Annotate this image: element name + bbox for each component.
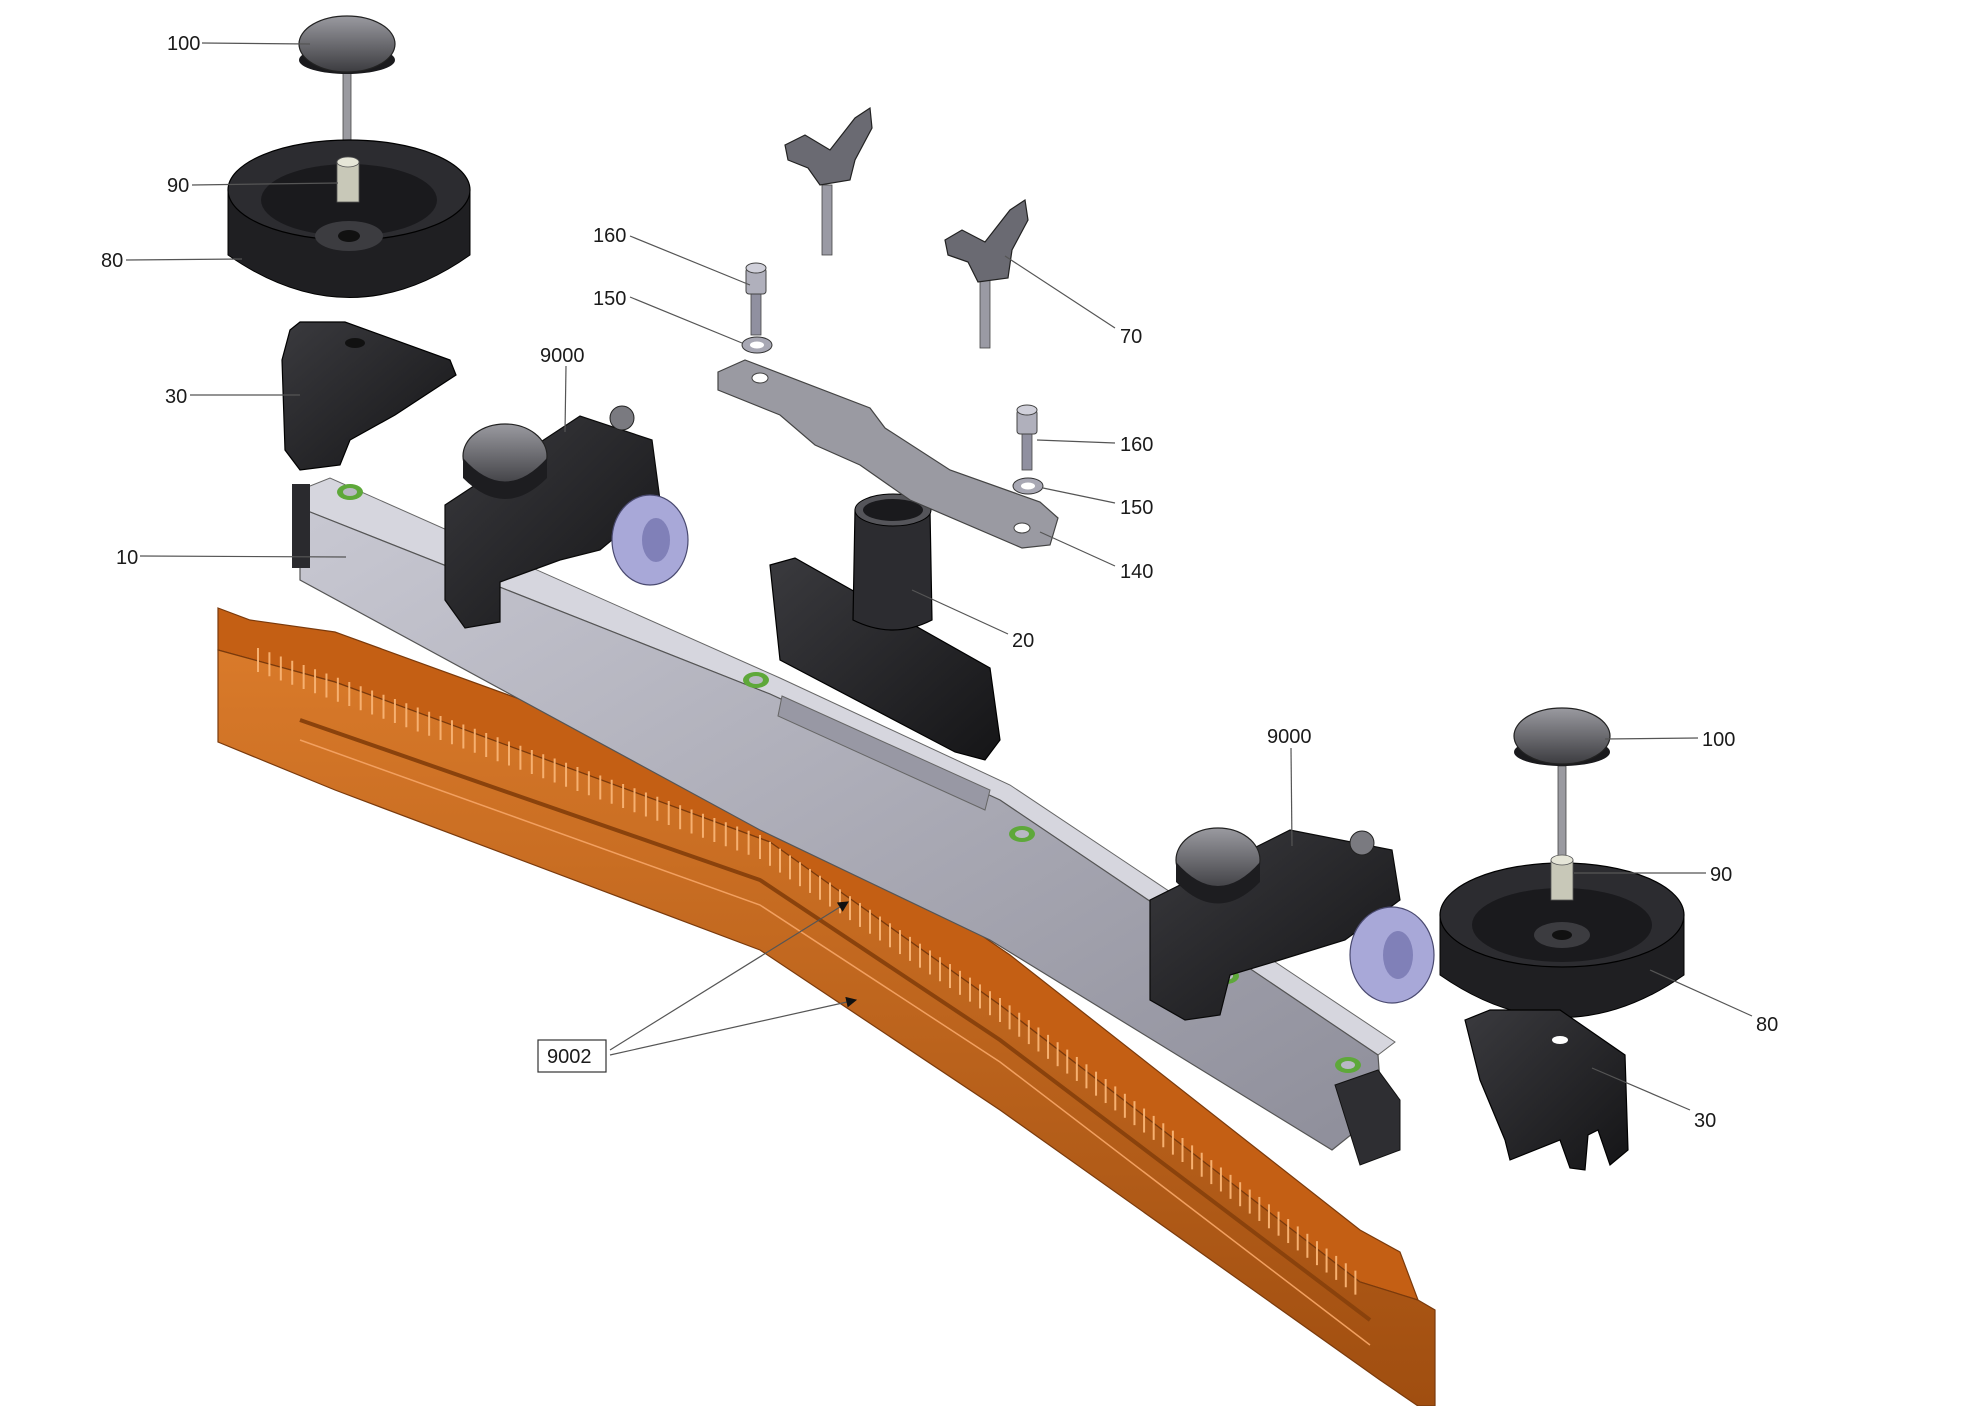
leader-connector [911,589,1009,635]
callout-frame: 10 [116,547,138,569]
bushing-right [1550,854,1574,901]
knob-top-left [298,15,396,167]
leader-frame [139,555,347,558]
blade-teeth [257,648,1357,1295]
leader-wheel-assembly-right [1290,747,1293,847]
knob-cap [1513,707,1611,765]
handwheel-right [1439,862,1685,1018]
leader-wing-screw [1004,255,1116,329]
bracket-right [1464,1009,1629,1171]
callout-washer-lower: 150 [1120,497,1153,519]
leader-plate [1039,531,1116,567]
wheel-carrier-left [444,415,661,629]
callout-wheel-assembly-left: 9000 [540,345,585,367]
cap-screw-lower [1016,404,1038,471]
wing-screw-right [944,198,1029,349]
callout-wheel-top-left: 80 [101,250,123,272]
leader-bracket-right [1591,1067,1691,1111]
callout-bracket-top-left: 30 [165,386,187,408]
leader-wheel-assembly-left [564,365,567,433]
leader-bushing-top-left [191,182,339,186]
wheel-assembly-right [1149,827,1435,1021]
frame-end-rail [1334,1069,1401,1166]
connector-tube [852,509,933,631]
leader-washer-lower [1042,487,1116,504]
connector-base [769,557,1001,761]
cap-screw-upper [745,262,767,336]
callout-connector: 20 [1012,630,1034,652]
blade-slot-lower [299,739,1371,1346]
bushing-top-left [336,156,360,203]
blade-slot-upper [299,718,1372,1322]
frame-side-slot [777,695,991,811]
callout-labels: 100 90 80 30 9000 10 160 150 70 160 150 … [101,33,1778,1132]
callout-screw-upper: 160 [593,225,626,247]
callout-wing-screw: 70 [1120,326,1142,348]
front-blade [217,649,1436,1406]
suction-connector [769,493,1001,761]
callout-bushing-top-left: 90 [167,175,189,197]
wheel-assembly-left [444,405,689,629]
leader-knob-right [1604,737,1699,740]
callout-plate: 140 [1120,561,1153,583]
knob-cap [298,15,396,73]
leader-wheel-top-left [125,258,243,261]
carrier-ball-left [609,405,635,431]
knob-stem [1557,765,1567,867]
leader-wheel-right [1649,969,1753,1017]
knob-right [1513,707,1611,867]
washer-lower [1012,477,1044,495]
callout-knob-top-left: 100 [167,33,200,55]
leader-screw-lower [1036,439,1116,444]
leader-knob-top-left [201,42,311,45]
bracket-top-left [281,321,457,471]
callout-washer-upper: 150 [593,288,626,310]
callout-squeegee-blades: 9002 [547,1046,592,1068]
carrier-ball-right [1349,830,1375,856]
callout-bracket-right: 30 [1694,1110,1716,1132]
callout-wheel-right: 80 [1756,1014,1778,1036]
leader-washer-upper [629,296,743,344]
callout-knob-right: 100 [1702,729,1735,751]
washer-upper [741,336,773,354]
callout-wheel-assembly-right: 9000 [1267,726,1312,748]
leader-lines [125,42,1753,1111]
mounting-plate [717,359,1059,549]
callout-bushing-right: 90 [1710,864,1732,886]
callout-screw-lower: 160 [1120,434,1153,456]
wing-screw-left [784,106,873,256]
frame-bar [292,477,1401,1166]
callout-box-squeegee [537,1039,607,1073]
squeegee-blade-assembly [217,607,1436,1406]
leader-screw-upper [629,235,751,286]
frame-end-cap [292,484,310,568]
leader-blade-upper [609,901,849,1051]
leader-blade-lower [609,996,858,1056]
